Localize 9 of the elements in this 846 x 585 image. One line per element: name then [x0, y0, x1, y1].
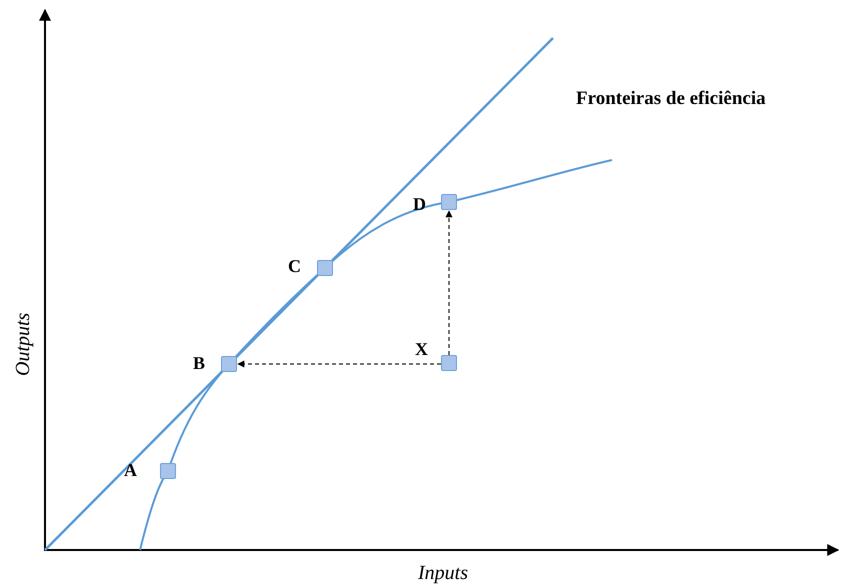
- point-label: X: [415, 339, 428, 359]
- frontier-label: Fronteiras de eficiência: [576, 88, 766, 110]
- axis-title: Outputs: [12, 312, 35, 376]
- dashed-arrow: [446, 210, 452, 356]
- axis-title: Inputs: [418, 562, 468, 585]
- point-label: B: [193, 353, 206, 373]
- dashed-arrow: [237, 360, 442, 368]
- point-label: A: [124, 460, 137, 480]
- point-label: C: [288, 256, 301, 276]
